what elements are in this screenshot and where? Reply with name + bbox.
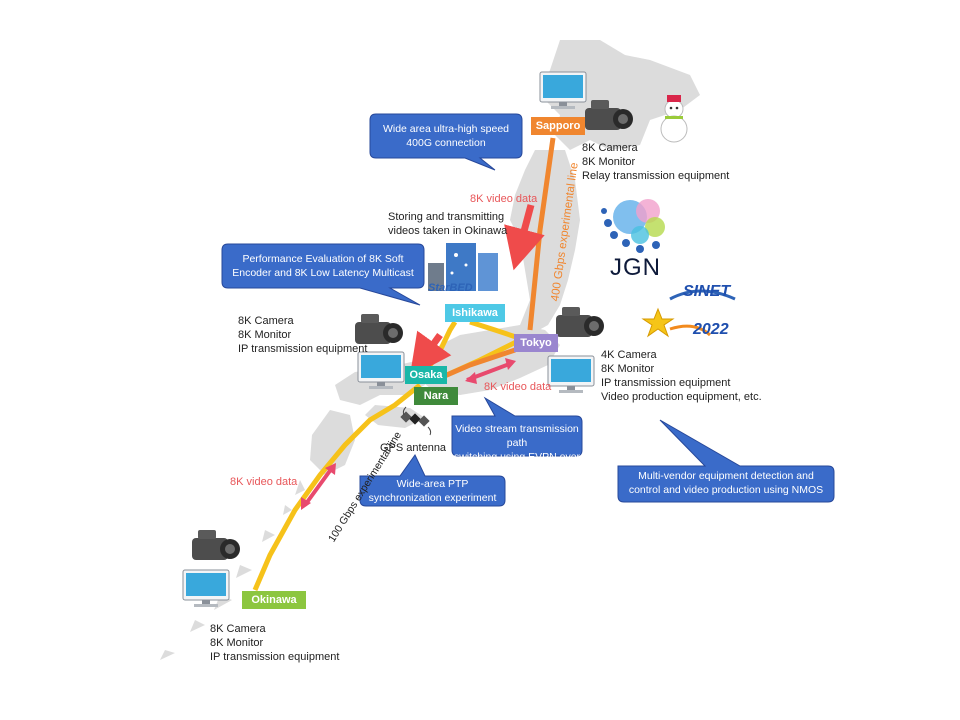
starbed-logo [428,243,498,291]
camera-icon [192,530,240,560]
callout-line: Encoder and 8K Low Latency Multicast [232,267,414,279]
equipment-list-okinawa: 8K Camera 8K Monitor IP transmission equ… [210,622,339,664]
node-label: Ishikawa [452,307,498,319]
snowman-icon [660,95,688,143]
equipment-item: Relay transmission equipment [582,170,730,182]
note-line: Storing and transmitting [388,211,505,223]
sinet-logo-text: SINET [683,283,731,300]
equipment-item: 8K Camera [582,142,638,154]
shikoku-shape [365,405,425,428]
jgn-logo [601,199,665,253]
callout-line: control and video production using NMOS [628,484,824,496]
arrow-okinawa-osaka-head1 [301,497,311,510]
camera-icon [585,100,633,130]
arrow-label-sapporo: 8K video data [470,193,538,205]
callout-starbed: Performance Evaluation of 8K Soft Encode… [222,252,424,280]
callout-line: Wide-area PTP [396,478,469,490]
arrow-tokyo-osaka-head1 [465,372,477,384]
monitor-icon [182,569,230,607]
equipment-item: 8K Camera [238,315,294,327]
camera-icon [355,314,403,344]
equipment-item: 8K Monitor [238,329,292,341]
arrows [301,204,545,510]
node-okinawa: Okinawa [242,591,306,609]
equipment-item: 8K Monitor [582,156,636,168]
equipment-item: IP transmission equipment [210,651,340,663]
equipment-item: IP transmission equipment [601,377,731,389]
sinet-logo-year: 2022 [693,321,729,338]
node-ishikawa: Ishikawa [445,304,505,322]
monitor-icon [539,71,587,109]
node-sapporo: Sapporo [531,117,585,135]
node-label: Sapporo [535,120,581,132]
sinet-logo [641,289,736,338]
arrow-label-tokyo: 8K video data [484,381,552,393]
cameras [192,100,633,560]
callout-shape-starbed [221,243,425,306]
node-label: Osaka [409,369,443,381]
callout-ptp: Wide-area PTP synchronization experiment [360,477,505,505]
callout-line: Video stream transmission path [455,423,579,449]
equipment-item: 8K Monitor [601,363,655,375]
callout-shape-evpn [451,396,583,457]
equipment-item: 4K Camera [601,349,657,361]
callout-line: Multi-vendor equipment detection and [638,470,814,482]
callout-nmos: Multi-vendor equipment detection and con… [618,469,834,497]
equipment-item: 8K Camera [210,623,266,635]
equipment-item: 8K Monitor [210,637,264,649]
line-100g-osaka-okinawa [252,383,422,591]
node-label: Tokyo [520,337,552,349]
equipment-item: Video production equipment, etc. [601,391,762,403]
camera-icon [556,307,604,337]
monitor-icon [547,355,595,393]
arrow-starbed-osaka [409,330,452,378]
honshu-north-shape [510,150,580,335]
jgn-logo-text: JGN [610,254,661,281]
callout-shape-nmos [617,419,835,503]
equipment-item: IP transmission equipment [238,343,368,355]
arrow-okinawa-osaka [303,466,334,507]
callout-line: synchronization experiment [368,492,497,504]
equipment-list-sapporo: 8K Camera 8K Monitor Relay transmission … [582,141,729,183]
callouts [221,113,835,507]
monitor-icon [357,351,405,389]
callout-evpn: Video stream transmission path switching… [452,422,582,478]
callout-shape-400g [369,113,523,171]
node-label: Okinawa [251,594,297,606]
starbed-logo-text: StarBED [428,282,473,294]
gps-note: GPS antenna [380,442,447,454]
equipment-list-ishikawa: 8K Camera 8K Monitor IP transmission equ… [238,314,367,356]
arrow-okinawa-osaka-head2 [325,463,336,475]
storing-note: Storing and transmitting videos taken in… [388,210,507,238]
callout-line: 400G connection [406,137,486,149]
arrow-tokyo-osaka-head2 [505,358,516,370]
note-line: videos taken in Okinawa [388,225,508,237]
callout-400g: Wide area ultra-high speed 400G connecti… [370,122,522,150]
node-tokyo: Tokyo [514,334,558,352]
callout-line: Performance Evaluation of 8K Soft [242,253,404,265]
equipment-list-tokyo: 4K Camera 8K Monitor IP transmission equ… [601,348,762,404]
node-osaka: Osaka [405,366,447,384]
arrow-sapporo-down [504,204,545,271]
callout-shape-ptp [359,454,506,507]
arrow-label-okinawa: 8K video data [230,476,298,488]
callout-line: Wide area ultra-high speed [382,123,510,135]
kyushu-shape [310,410,355,475]
node-label: Nara [423,390,449,402]
node-nara: Nara [414,387,458,405]
callout-line: switching using EVPN over SR-MPLS [453,451,581,477]
monitors [182,71,595,607]
